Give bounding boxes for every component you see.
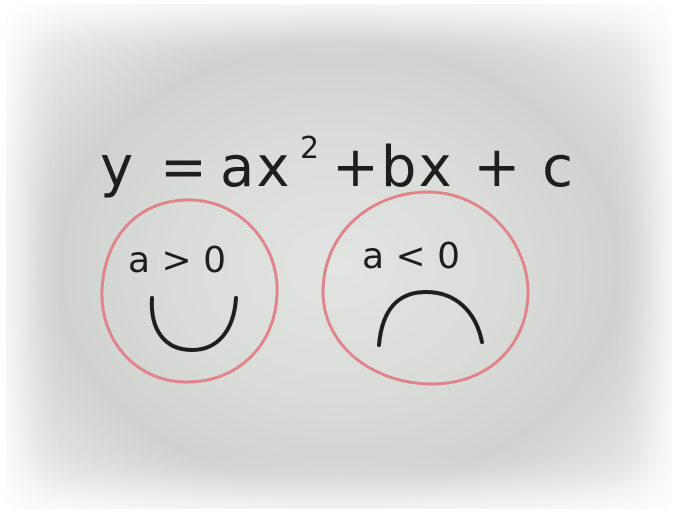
smile-mouth [149,296,238,353]
face-negative-condition: a < 0 [362,236,460,277]
face-positive: a > 0 [100,198,279,384]
frown-mouth [377,289,484,347]
equation-exponent: 2 [300,131,319,166]
face-negative-circle [321,190,530,386]
equation-ax: ax [220,135,291,200]
face-positive-condition: a > 0 [128,240,226,281]
whiteboard [6,4,672,509]
equation: y = ax 2 +bx + c [100,131,575,200]
face-negative: a < 0 [321,190,530,386]
equation-rest: +bx + c [332,135,575,200]
face-positive-circle [100,198,279,384]
equation-equals: = [160,135,207,200]
equation-y: y [100,135,133,200]
